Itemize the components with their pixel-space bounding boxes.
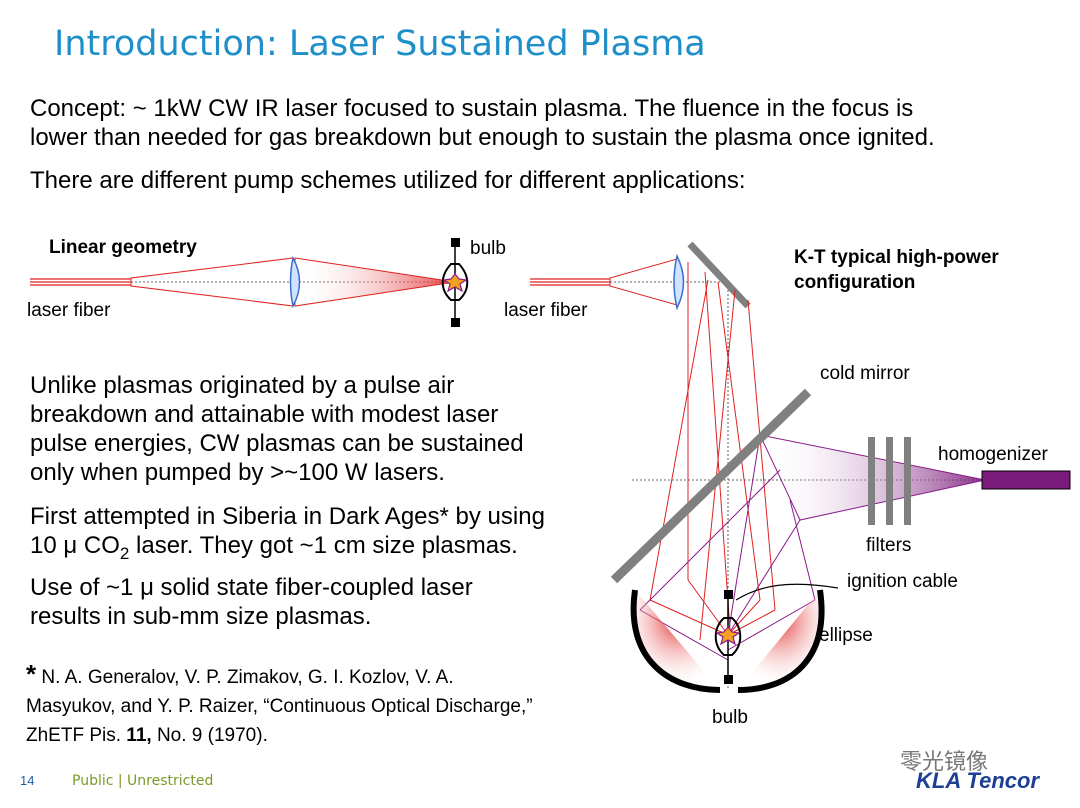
use-of-paragraph: Use of ~1 μ solid state fiber-coupled la…: [30, 573, 473, 631]
page-title: Introduction: Laser Sustained Plasma: [54, 24, 706, 64]
label-bulb-bottom: bulb: [712, 707, 748, 728]
filter-3: [904, 437, 911, 525]
bottom-plasma-icon: [715, 626, 741, 646]
ref-line-3: ZhETF Pis. 11, No. 9 (1970).: [26, 721, 533, 750]
bulb-top-electrode: [451, 238, 460, 247]
label-linear-geometry: Linear geometry: [49, 237, 197, 258]
first-attempt-paragraph: First attempted in Siberia in Dark Ages*…: [30, 502, 545, 568]
page-number: 14: [20, 773, 35, 788]
bulb-icon: [441, 263, 469, 301]
label-laser-fiber-left: laser fiber: [27, 300, 111, 321]
first-line-2-b: CO: [77, 532, 120, 559]
bottom-bulb-top-electrode: [724, 590, 733, 599]
ref-line-2: Masyukov, and Y. P. Raizer, “Continuous …: [26, 696, 533, 717]
useof-line-1: Use of ~1 μ solid state fiber-coupled la…: [30, 574, 473, 601]
label-ellipse: ellipse: [819, 625, 873, 646]
ref-line-1: * N. A. Generalov, V. P. Zimakov, G. I. …: [26, 660, 533, 692]
schemes-text: There are different pump schemes utilize…: [30, 167, 746, 194]
bulb-bottom-electrode: [451, 318, 460, 327]
label-laser-fiber-right: laser fiber: [504, 300, 588, 321]
label-bulb-top: bulb: [470, 238, 506, 259]
ellipse-reflector-right: [737, 589, 825, 693]
useof-line-2: results in sub-mm size plasmas.: [30, 603, 372, 630]
first-line-2-c: laser. They got ~1 cm size plasmas.: [129, 532, 518, 559]
unlike-line-2: breakdown and attainable with modest las…: [30, 401, 499, 428]
unlike-line-4: only when pumped by >~100 W lasers.: [30, 459, 445, 486]
ignition-cable: [735, 583, 839, 601]
watermark: 零光镜像: [900, 749, 989, 774]
ref-line-1-text: N. A. Generalov, V. P. Zimakov, G. I. Ko…: [36, 667, 454, 688]
ellipse-reflector-left: [630, 589, 721, 693]
linear-geometry-diagram: [30, 238, 469, 327]
bottom-bulb-icon: [714, 617, 742, 656]
ref-star: *: [26, 659, 37, 689]
cold-mirror: [610, 388, 812, 584]
homogenizer-rod: [981, 470, 1071, 490]
unlike-line-1: Unlike plasmas originated by a pulse air: [30, 372, 455, 399]
first-line-1: First attempted in Siberia in Dark Ages*…: [30, 503, 545, 530]
kt-line-2: configuration: [794, 272, 916, 293]
ref-line-3-b: No. 9 (1970).: [151, 725, 268, 746]
mu-symbol: μ: [63, 532, 78, 559]
plasma-icon: [442, 273, 468, 293]
unlike-line-3: pulse energies, CW plasmas can be sustai…: [30, 430, 524, 457]
unlike-paragraph: Unlike plasmas originated by a pulse air…: [30, 371, 524, 487]
concept-line-2: lower than needed for gas breakdown but …: [30, 124, 935, 151]
classification-label: Public | Unrestricted: [72, 773, 214, 789]
fold-mirror: [687, 241, 751, 309]
ref-volume: 11,: [126, 725, 152, 746]
ref-line-3-a: ZhETF Pis.: [26, 725, 127, 746]
filter-1: [868, 437, 875, 525]
company-logo: KLA Tencor: [916, 768, 1040, 793]
first-line-2: 10 μ CO2 laser. They got ~1 cm size plas…: [30, 531, 545, 568]
bottom-bulb-bottom-electrode: [724, 675, 733, 684]
reference: * N. A. Generalov, V. P. Zimakov, G. I. …: [26, 660, 533, 750]
concept-text: Concept: ~ 1kW CW IR laser focused to su…: [30, 94, 935, 152]
label-homogenizer: homogenizer: [938, 444, 1048, 465]
subscript-2: 2: [119, 543, 130, 563]
first-line-2-a: 10: [30, 532, 64, 559]
lens-icon: [289, 255, 301, 309]
label-ignition-cable: ignition cable: [847, 571, 958, 592]
concept-line-1: Concept: ~ 1kW CW IR laser focused to su…: [30, 95, 914, 122]
label-cold-mirror: cold mirror: [820, 363, 910, 384]
label-kt-configuration: K-T typical high-power configuration: [794, 245, 999, 295]
filter-2: [886, 437, 893, 525]
kt-line-1: K-T typical high-power: [794, 247, 999, 268]
kt-configuration-diagram: [530, 241, 1071, 693]
kt-lens-icon: [673, 253, 685, 311]
label-filters: filters: [866, 535, 912, 556]
